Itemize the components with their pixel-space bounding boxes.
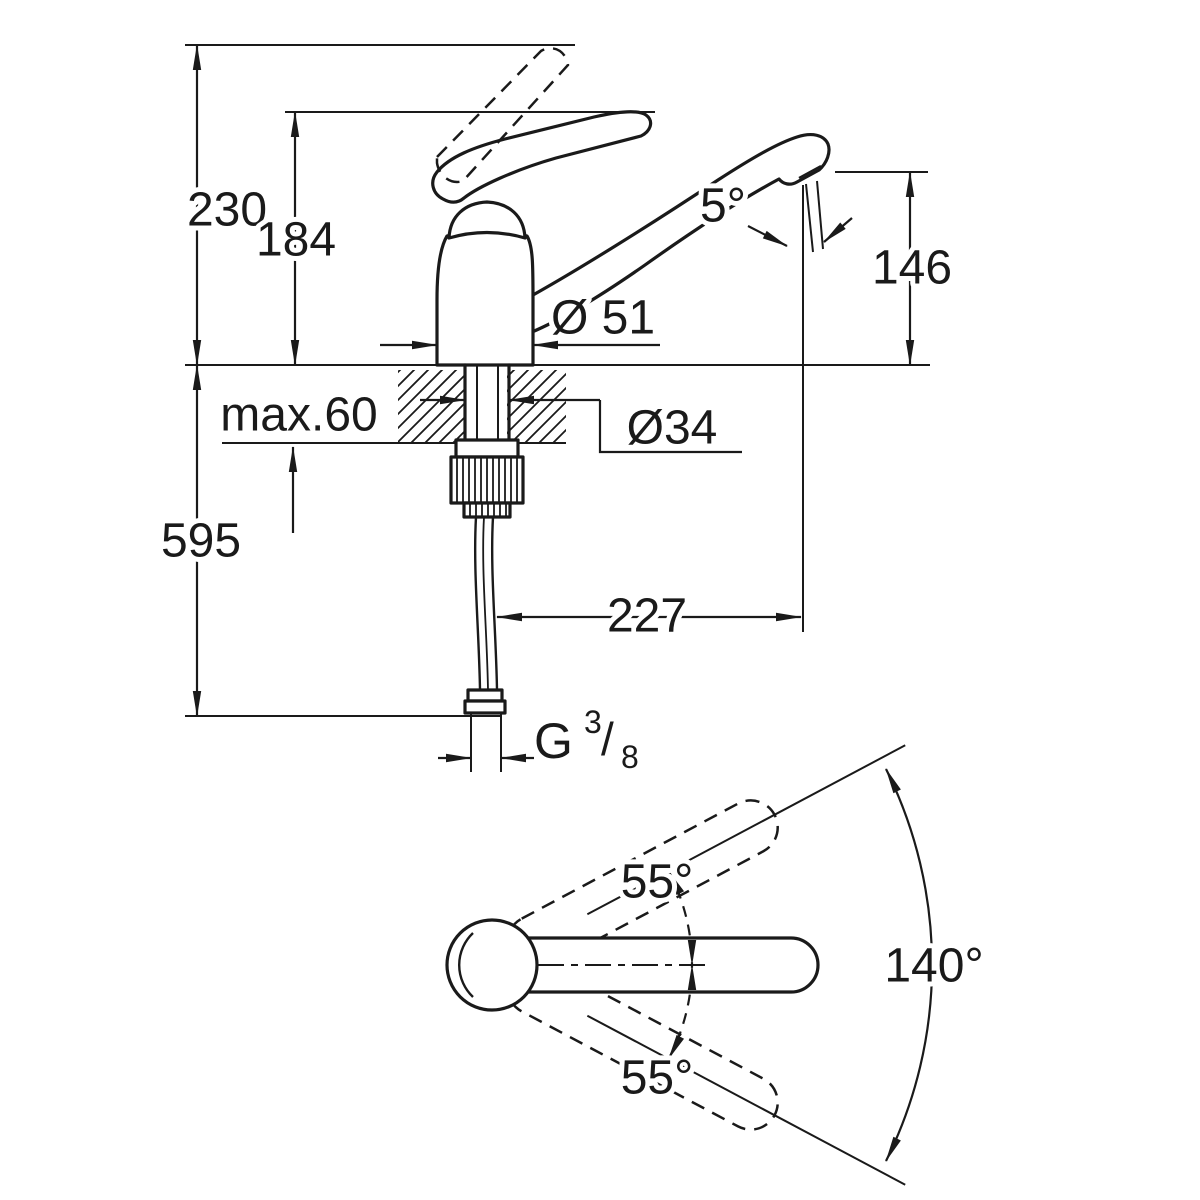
dimension-height-overall: 230 bbox=[182, 44, 272, 366]
label-height-overall: 230 bbox=[187, 184, 267, 237]
counter-hatch-right bbox=[507, 370, 566, 443]
label-base-diameter: Ø 51 bbox=[551, 292, 655, 345]
label-lever-angle-down: 55° bbox=[621, 1052, 694, 1105]
label-thread-numerator: 3 bbox=[584, 704, 602, 740]
dimension-depth-below: 595 bbox=[156, 364, 246, 717]
body-top-view bbox=[445, 918, 539, 1012]
label-swivel-range: 140° bbox=[884, 940, 983, 993]
dimension-lever-angle-up: 55° bbox=[616, 851, 698, 966]
label-thread-denominator: 8 bbox=[621, 739, 639, 775]
extension-lines bbox=[185, 44, 930, 772]
label-spout-height: 146 bbox=[872, 242, 952, 295]
label-thread-prefix: G bbox=[534, 713, 573, 769]
dimension-stream-angle: 5° bbox=[695, 175, 853, 247]
dimension-connection-thread: G 3 / 8 bbox=[438, 699, 644, 780]
label-stream-angle: 5° bbox=[700, 180, 746, 233]
dimension-base-diameter: Ø 51 bbox=[380, 287, 660, 350]
dimension-spout-projection: 227 bbox=[496, 585, 802, 648]
dimension-height-to-lever: 184 bbox=[251, 111, 341, 366]
dimensions-side-view: 230 184 146 5° Ø 51 Ø34 max.60 bbox=[156, 44, 957, 780]
faucet-top-view bbox=[445, 744, 906, 1186]
label-max-deck-thickness: max.60 bbox=[220, 389, 377, 442]
faucet-side-view bbox=[431, 47, 831, 715]
label-thread-slash: / bbox=[601, 713, 614, 765]
dimension-lever-angle-down: 55° bbox=[616, 964, 698, 1110]
label-height-to-lever: 184 bbox=[256, 214, 336, 267]
label-spout-projection: 227 bbox=[607, 590, 687, 643]
dimension-hole-diameter: Ø34 bbox=[420, 395, 742, 460]
label-hole-diameter: Ø34 bbox=[627, 402, 718, 455]
lever-raised-dashed bbox=[435, 47, 570, 184]
label-lever-angle-up: 55° bbox=[621, 856, 694, 909]
dimension-max-deck-thickness: max.60 bbox=[215, 384, 383, 533]
dimensions-top-view: 55° 55° 140° bbox=[616, 768, 989, 1162]
label-depth-below: 595 bbox=[161, 515, 241, 568]
dimension-swivel-range: 140° bbox=[879, 768, 989, 1162]
dimension-spout-height: 146 bbox=[867, 171, 957, 366]
